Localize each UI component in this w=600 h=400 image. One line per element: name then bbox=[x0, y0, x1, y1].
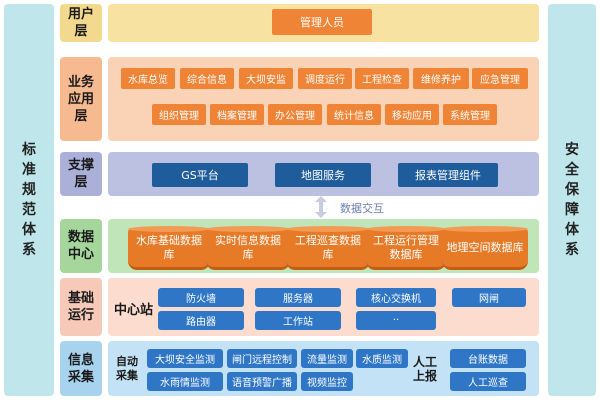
infra-layer-label-text: 基础运行 bbox=[67, 291, 94, 323]
support-layer-label: 支撑层 bbox=[60, 152, 102, 196]
infra-item: ·· bbox=[356, 311, 436, 330]
security-sidebar: 安全保障体系 bbox=[548, 4, 596, 396]
business-item: 维修养护 bbox=[413, 68, 469, 89]
database-label: 工程运行管理数据库 bbox=[373, 234, 439, 261]
center-station-label: 中心站 bbox=[114, 303, 154, 318]
business-item: 大坝安监 bbox=[239, 68, 293, 89]
auto-item: 闸门远程控制 bbox=[227, 349, 297, 368]
standards-sidebar: 标准规范体系 bbox=[4, 4, 54, 396]
auto-item: 流量监测 bbox=[301, 349, 353, 368]
data-layer-label-text: 数据中心 bbox=[67, 230, 94, 262]
business-item: 综合信息 bbox=[180, 68, 234, 89]
auto-item: 语音预警广播 bbox=[227, 372, 297, 391]
business-item: 档案管理 bbox=[210, 104, 264, 125]
report-component-box: 报表管理组件 bbox=[398, 163, 498, 187]
map-service-box: 地图服务 bbox=[275, 163, 371, 187]
info-layer-label-text: 信息采集 bbox=[67, 352, 94, 385]
business-item: 调度运行 bbox=[298, 68, 352, 89]
business-item: 移动应用 bbox=[385, 104, 439, 125]
database-label: 水库基础数据库 bbox=[136, 234, 202, 261]
business-item: 办公管理 bbox=[268, 104, 322, 125]
info-layer-label: 信息采集 bbox=[60, 341, 102, 396]
database-cylinder: 水库基础数据库 bbox=[128, 226, 210, 270]
database-cylinder: 工程巡查数据库 bbox=[286, 226, 370, 270]
support-layer-label-text: 支撑层 bbox=[67, 158, 94, 190]
infra-item: 工作站 bbox=[255, 311, 341, 330]
infra-item: 网闸 bbox=[452, 288, 526, 307]
database-label: 工程巡查数据库 bbox=[295, 234, 361, 261]
business-item: 统计信息 bbox=[327, 104, 381, 125]
business-item: 工程检查 bbox=[355, 68, 409, 89]
database-cylinder: 实时信息数据库 bbox=[206, 226, 290, 270]
infra-item: 路由器 bbox=[158, 311, 244, 330]
auto-item: 大坝安全监测 bbox=[147, 349, 223, 368]
database-cylinder: 工程运行管理数据库 bbox=[366, 226, 446, 270]
auto-collection-label: 自动采集 bbox=[116, 355, 138, 382]
business-layer-label: 业务应用层 bbox=[60, 57, 102, 141]
infra-item: 核心交换机 bbox=[356, 288, 436, 307]
infra-layer-label: 基础运行 bbox=[60, 278, 102, 336]
manual-report-label: 人工上报 bbox=[412, 355, 437, 383]
business-layer-label-text: 业务应用层 bbox=[67, 74, 94, 124]
business-item: 组织管理 bbox=[152, 104, 206, 125]
admin-user-box: 管理人员 bbox=[272, 9, 372, 35]
infra-item: 防火墙 bbox=[158, 288, 244, 307]
auto-item: 水雨情监测 bbox=[147, 372, 223, 391]
database-label: 地理空间数据库 bbox=[446, 241, 524, 254]
manual-item: 人工巡查 bbox=[450, 372, 526, 391]
auto-item: 视频监控 bbox=[301, 372, 353, 391]
business-item: 应急管理 bbox=[472, 68, 528, 89]
security-sidebar-label: 安全保障体系 bbox=[565, 142, 579, 258]
gis-platform-box: GS平台 bbox=[152, 163, 248, 187]
business-item: 系统管理 bbox=[443, 104, 497, 125]
auto-item: 水质监测 bbox=[356, 349, 408, 368]
standards-sidebar-label: 标准规范体系 bbox=[22, 142, 36, 258]
manual-item: 台账数据 bbox=[450, 349, 526, 368]
business-item: 水库总览 bbox=[121, 68, 175, 89]
database-cylinder: 地理空间数据库 bbox=[442, 226, 528, 270]
infra-item: 服务器 bbox=[255, 288, 341, 307]
user-layer-label-text: 用户层 bbox=[67, 7, 94, 39]
data-exchange-label: 数据交互 bbox=[340, 202, 384, 215]
database-label: 实时信息数据库 bbox=[215, 234, 281, 261]
data-layer-label: 数据中心 bbox=[60, 219, 102, 273]
double-arrow-icon bbox=[315, 196, 327, 218]
user-layer-label: 用户层 bbox=[60, 4, 102, 42]
